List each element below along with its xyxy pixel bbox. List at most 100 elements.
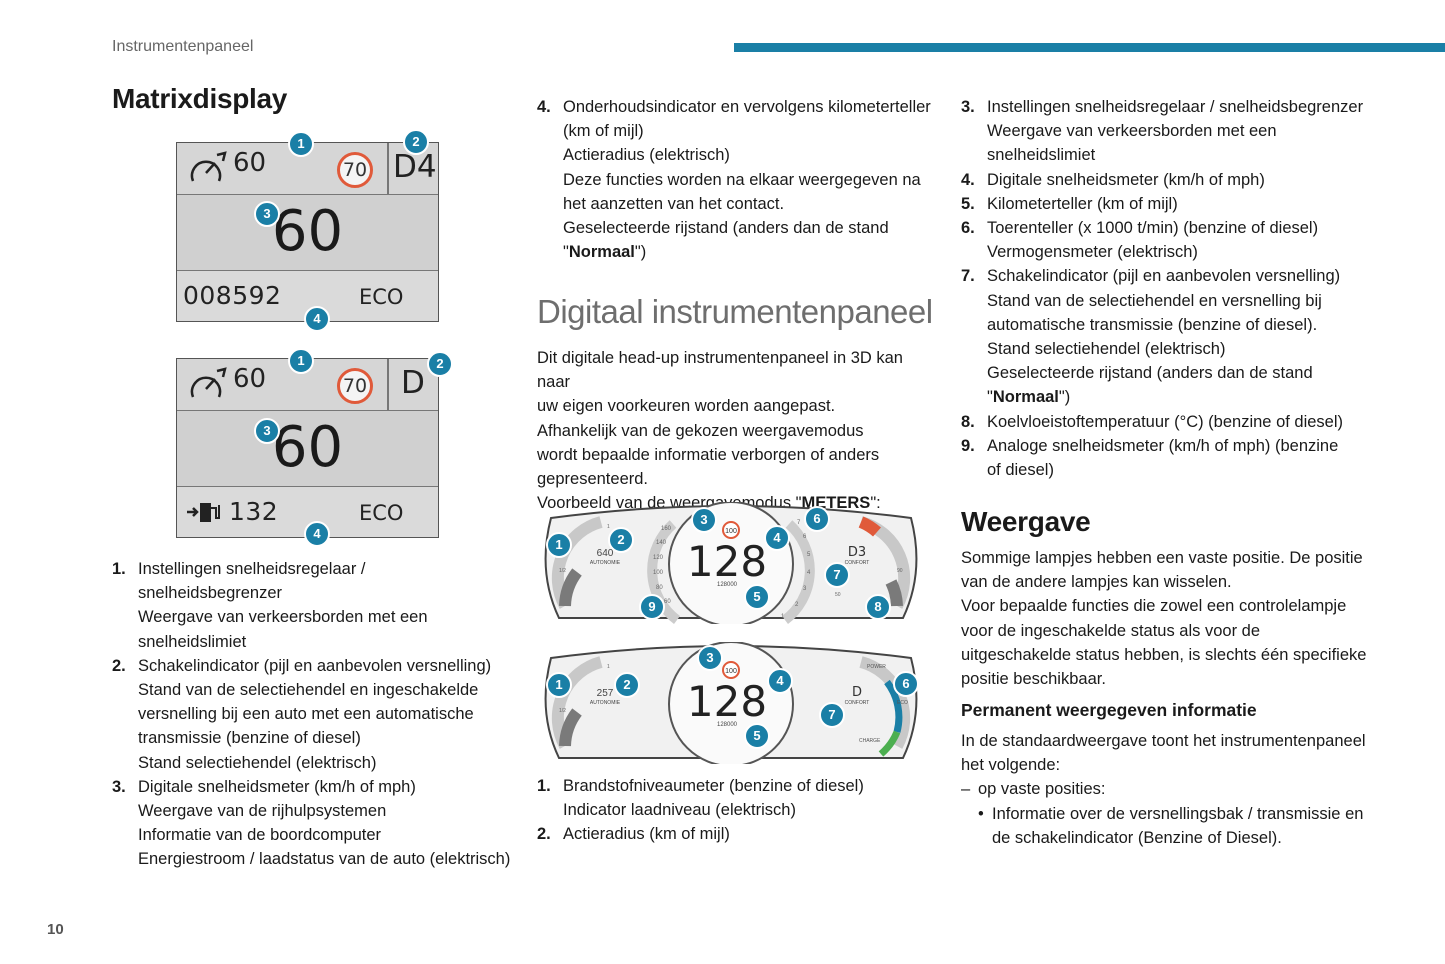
matrix-legend-list: 1.Instellingen snelheidsregelaar / snelh… [112,557,512,872]
gear-indicator: D4 [393,149,437,185]
callout-1: 1 [546,532,572,558]
temp-tick: 90 [897,568,903,574]
paragraph-line: Voor bepaalde functies die zowel een con… [961,597,1347,616]
matrix-top-row: 60 70 D4 [177,143,438,195]
callout-4: 4 [764,525,790,551]
dash-item: – op vaste posities: [961,777,1381,801]
bullet-line: de schakelindicator (Benzine of Diesel). [992,828,1282,847]
list-item: 1.Instellingen snelheidsregelaar / snelh… [112,557,512,654]
paragraph-line: het volgende: [961,756,1061,775]
list-line: Weergave van verkeersborden met een [987,122,1277,141]
paragraph-line: Afhankelijk van de gekozen weergavemodus [537,421,864,440]
instrument-cluster-a: 100 128 128000 640 AUTONOMIE D3 CONFORT … [541,502,921,624]
list-line: Geselecteerde rijstand (anders dan de st… [563,219,889,238]
matrix-bottom-row: 008592 ECO [177,271,438,321]
list-line: snelheidslimiet [138,632,247,651]
list-line: Stand selectiehendel (elektrisch) [987,340,1226,359]
list-line: Stand van de selectiehendel en versnelli… [987,291,1322,310]
callout-2: 2 [614,672,640,698]
paragraph-line: uw eigen voorkeuren worden aangepast. [537,397,836,416]
drive-mode: ECO [359,501,404,525]
cluster-legend-list-continued: 3.Instellingen snelheidsregelaar / snelh… [961,95,1381,482]
list-number: 8. [961,412,975,431]
bullet-mark: • [978,804,984,823]
paragraph-line: In de standaardweergave toont het instru… [961,732,1366,750]
list-line: Actieradius (elektrisch) [563,146,730,165]
range-value: 257 [597,688,614,699]
range-label: AUTONOMIE [590,700,621,706]
list-number: 1. [537,777,551,795]
digital-speed: 128 [687,537,767,586]
tacho-tick: 2 [795,602,799,608]
list-line: versnelling bij een auto met een automat… [138,705,474,724]
tacho-tick: 3 [803,586,807,592]
speed-tick: 160 [661,526,672,532]
gear-indicator: D [401,365,425,401]
list-line: "Normaal") [987,388,1071,407]
range-value: 640 [597,548,614,559]
range-label: AUTONOMIE [590,560,621,566]
tacho-tick: 6 [803,534,807,540]
drive-mode: CONFORT [845,560,870,566]
dash-text: op vaste posities: [978,780,1106,799]
list-item: 4. Onderhoudsindicator en vervolgens kil… [537,95,937,264]
matrix-legend-item-4: 4. Onderhoudsindicator en vervolgens kil… [537,95,937,264]
digital-intro: Dit digitale head-up instrumentenpaneel … [537,346,937,515]
list-item: 3.Instellingen snelheidsregelaar / snelh… [961,95,1381,168]
callout-2: 2 [403,129,429,155]
list-line: het aanzetten van het contact. [563,194,785,213]
list-line: Informatie van de boordcomputer [138,826,382,845]
speed-tick: 100 [653,570,664,576]
list-line: Koelvloeistoftemperatuur (°C) (benzine o… [987,412,1344,431]
paragraph-line: Sommige lampjes hebben een vaste positie… [961,549,1363,567]
callout-4: 4 [304,306,330,332]
temp-tick: 50 [835,592,841,598]
callout-4: 4 [767,668,793,694]
header-accent-bar [734,43,1445,52]
tacho-tick: 5 [807,552,811,558]
list-line: Digitale snelheidsmeter (km/h of mph) [987,170,1265,189]
matrix-top-row: 60 70 D [177,359,438,411]
speed-limit-sign: 100 [725,528,737,535]
list-item: 3.Digitale snelheidsmeter (km/h of mph)W… [112,775,512,872]
fuel-tick: 1 [607,664,610,670]
cluster-b-graphic: 100 128 128000 257 AUTONOMIE D CONFORT P… [544,642,918,764]
paragraph-line: gepresenteerd. [537,470,648,489]
drive-mode: ECO [359,285,404,309]
list-number: 3. [112,777,126,796]
page-number: 10 [47,921,64,938]
callout-3: 3 [697,645,723,671]
list-number: 2. [112,656,126,675]
list-line: Vermogensmeter (elektrisch) [987,243,1198,262]
speed-tick: 140 [656,540,667,546]
list-line: Stand selectiehendel (elektrisch) [138,753,377,772]
speed-tick: 60 [664,599,671,605]
cluster-a-graphic: 100 128 128000 640 AUTONOMIE D3 CONFORT … [544,502,918,624]
paragraph-line: voor de ingeschakelde status als voor de [961,621,1261,640]
matrix-display-b: 60 70 D 60 132 ECO [176,358,439,538]
list-line: Schakelindicator (pijl en aanbevolen ver… [138,656,492,675]
list-item: 8. Koelvloeistoftemperatuur (°C) (benzine… [961,410,1381,434]
list-number: 4. [961,170,975,189]
tacho-tick: 1 [781,614,785,620]
paragraph-line: wordt bepaalde informatie verborgen of a… [537,445,880,464]
gear-indicator: D [852,685,862,700]
fuel-tick: 1/2 [559,568,566,574]
list-line: transmissie (benzine of diesel) [138,729,361,748]
speed-tick: 80 [656,585,663,591]
matrix-middle-row: 60 [177,411,438,487]
callout-4: 4 [304,521,330,547]
power-label: POWER [867,664,886,670]
list-number: 7. [961,267,975,286]
list-number: 1. [112,560,126,578]
list-line: snelheidslimiet [987,146,1096,165]
callout-9: 9 [639,594,665,620]
digital-speed: 128 [687,677,767,726]
list-item: 9.Analoge snelheidsmeter (km/h of mph) (… [961,434,1381,482]
weergave-paragraph: Sommige lampjes hebben een vaste positie… [961,546,1381,691]
running-head: Instrumentenpaneel [112,38,254,55]
fuel-tick: 1 [607,524,610,530]
callout-6: 6 [804,506,830,532]
cruise-speed: 60 [233,148,267,178]
fuel-pump-icon [187,503,220,522]
